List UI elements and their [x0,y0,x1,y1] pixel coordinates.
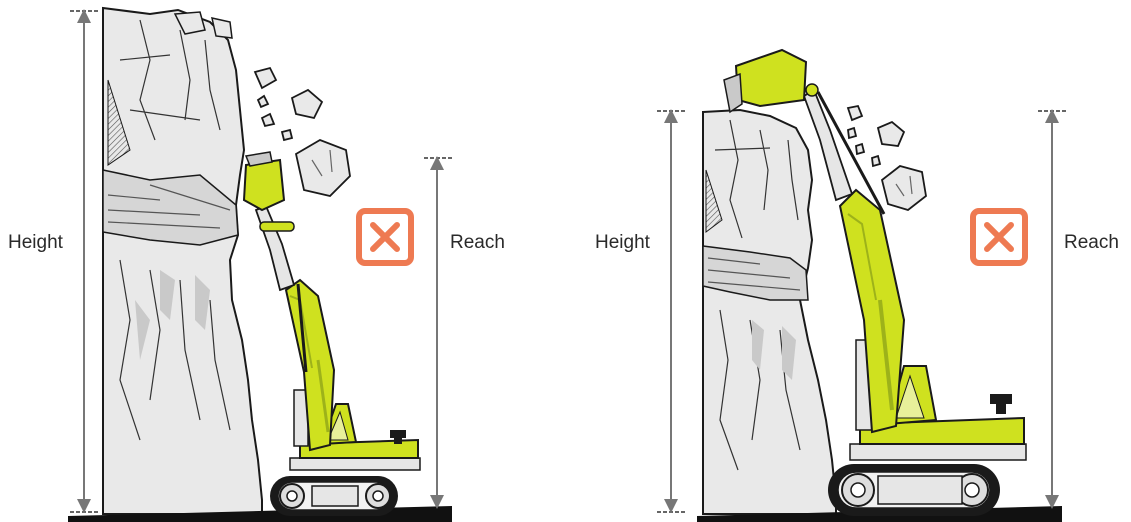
cross-mark-icon [359,211,411,263]
height-label: Height [595,232,651,253]
height-dimension: Height [595,111,686,512]
rock-cliff [103,8,262,514]
cross-mark-icon [973,211,1025,263]
right-panel: Height [595,50,1119,522]
height-label: Height [8,232,64,253]
left-panel: Height [8,8,505,522]
rock-cliff [703,110,836,514]
height-dimension: Height [8,11,98,512]
reach-dimension: Reach [424,158,505,502]
reach-label: Reach [450,232,505,253]
reach-label: Reach [1064,232,1119,253]
reach-dimension: Reach [1038,111,1119,502]
